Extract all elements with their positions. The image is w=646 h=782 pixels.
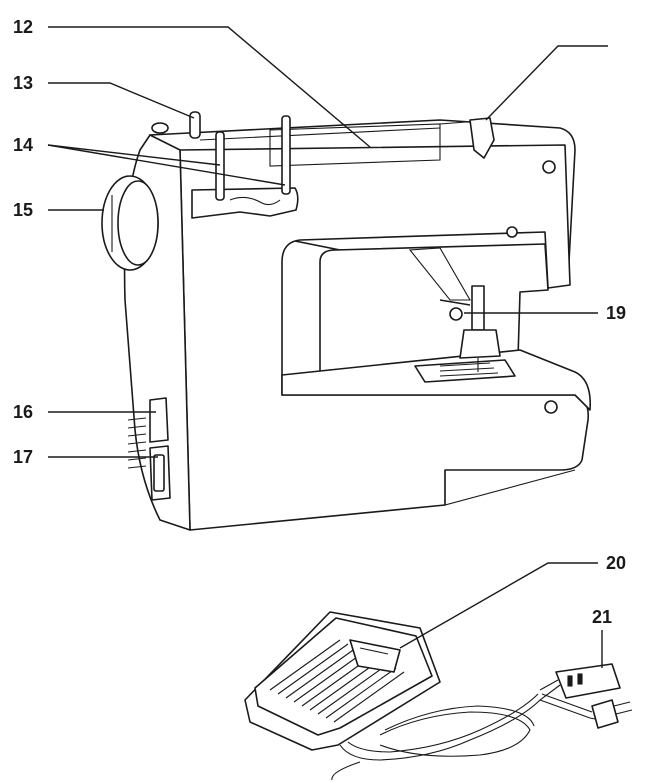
callout-20: 20 (606, 553, 627, 573)
callout-21: 21 (592, 607, 613, 627)
handwheel (101, 175, 159, 271)
leader-lines (47, 26, 608, 668)
callout-12: 12 (13, 17, 34, 37)
side-switch-panel (127, 397, 171, 501)
callout-16: 16 (13, 402, 34, 422)
leader-line-14 (47, 144, 221, 166)
spool-pins (151, 111, 495, 219)
callout-13: 13 (13, 73, 34, 93)
callout-15: 15 (13, 200, 34, 220)
leader-line-12 (48, 26, 371, 148)
leader-line-20 (399, 562, 598, 649)
callout-14: 14 (13, 135, 34, 155)
leader-line-top-right (485, 45, 608, 121)
callout-17: 17 (13, 447, 34, 467)
machine-body (123, 119, 592, 531)
foot-controller (244, 611, 633, 781)
callout-19: 19 (606, 303, 627, 323)
leader-line-13 (48, 82, 195, 119)
leader-line-14b (47, 144, 286, 186)
